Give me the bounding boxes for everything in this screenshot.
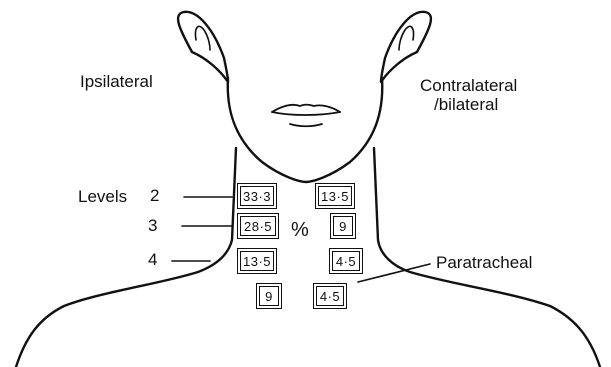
levels-label: Levels bbox=[78, 188, 127, 205]
left-ear-inner bbox=[195, 26, 210, 50]
percent-sign: % bbox=[291, 220, 309, 240]
contra-level-3-value: 9 bbox=[333, 216, 353, 236]
right-ear bbox=[381, 12, 431, 82]
contra-paratracheal-value: 4·5 bbox=[316, 286, 344, 306]
contra-level-2-value: 13·5 bbox=[318, 186, 352, 206]
neck-left bbox=[16, 148, 236, 367]
ipsi-level-3-value: 28·5 bbox=[240, 216, 276, 236]
jaw-outline bbox=[228, 78, 383, 182]
ipsilateral-label: Ipsilateral bbox=[80, 73, 153, 90]
mouth-lower bbox=[272, 112, 340, 115]
right-ear-inner bbox=[399, 26, 414, 50]
paratracheal-label: Paratracheal bbox=[436, 254, 532, 271]
mouth-upper bbox=[272, 105, 340, 113]
ipsi-level-2-value: 33·3 bbox=[240, 186, 274, 206]
left-ear bbox=[178, 12, 228, 82]
contralateral-label-line2: /bilateral bbox=[434, 96, 498, 113]
leader-paratracheal bbox=[358, 264, 430, 282]
ipsi-level-4-value: 13·5 bbox=[240, 251, 274, 271]
level-3-label: 3 bbox=[148, 217, 157, 234]
contralateral-label-line1: Contralateral bbox=[420, 77, 517, 94]
level-4-label: 4 bbox=[148, 251, 157, 268]
contra-level-4-value: 4·5 bbox=[332, 251, 360, 271]
mouth-chin-line bbox=[290, 124, 322, 126]
ipsi-paratracheal-value: 9 bbox=[259, 286, 279, 306]
level-2-label: 2 bbox=[150, 187, 159, 204]
